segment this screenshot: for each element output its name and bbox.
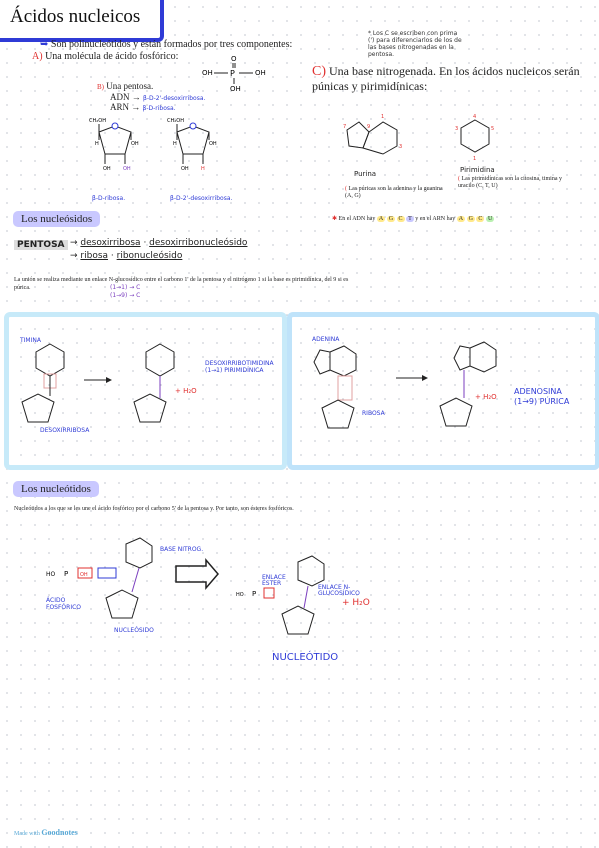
side-note: * Los C se escriben con prima (') para d… [368,30,462,58]
intro-line: ➥ Son polinucleótidos y están formados p… [40,39,292,50]
item-b-marker: B) [97,83,104,91]
purinas-text: ( Las púricas son la adenina y la guanin… [345,186,443,199]
bases-line: ✱ En el ADN hay A G C T y en el ARN hay … [332,216,495,222]
pentosa-tag: PENTOSA [14,240,68,250]
bullet-arrow-icon: ➥ [40,39,49,50]
svg-text:O: O [231,55,237,63]
arn-line: ARN → β-D-ribosa. [110,102,176,112]
footer-badge: Made with Goodnotes [14,828,78,837]
desox-line: → desoxirribosa · desoxirribonucleósido [70,238,248,248]
pirimidina-label: Pirimidina [460,166,495,174]
adn-line: ADN → β-D-2'-desoxirribosa. [110,92,206,102]
adenina-reaction-diagram [313,341,497,429]
svg-text:P: P [252,590,256,598]
adenina-label: ADENINA [312,336,340,343]
nucleotidos-desc: Nucleótidos a los que se les une el ácid… [14,506,294,512]
svg-text:OH: OH [123,166,131,172]
item-a-marker: A) [32,51,43,62]
water-product-3: + H₂O [342,598,370,608]
base-structures: 7 9 1 3 4 5 3 1 [343,114,494,162]
item-a-text: Una molécula de ácido fosfórico: [45,51,179,62]
svg-text:1: 1 [381,114,384,120]
purina-label: Purina [354,170,377,178]
ribose-structure: CH₂OH OH OH H OH [89,118,139,172]
deoxyribose-structure: CH₂OH OH H H OH [167,118,217,172]
phosphoric-acid-structure: O OH P OH OH [202,55,266,93]
base-nitrog-label: BASE NITROG. [160,546,204,553]
purine-structure: 7 9 1 3 [343,114,402,155]
water-product-2: + H₂O [475,393,497,401]
svg-text:3: 3 [399,144,402,150]
item-c: C) Una base nitrogenada. En los ácidos n… [312,64,592,93]
svg-text:7: 7 [343,124,346,130]
svg-text:OH: OH [202,69,213,77]
base-chip-u: U [485,216,495,222]
arn-note: β-D-ribosa. [142,105,176,112]
section-heading-nucleotidos: Los nucleótidos [13,481,99,497]
pentose-structures: CH₂OH OH OH H OH CH₂OH OH H H OH [89,118,217,172]
svg-text:H: H [173,141,177,147]
timina-reaction-diagram [21,343,175,423]
ribosa-label: RIBOSA [362,410,385,417]
adn-note: β-D-2'-desoxirribosa. [143,95,206,102]
base-chip-c: C [396,216,405,222]
nucleotide-reaction-diagram: HO P OH HO P [46,537,325,635]
enlace-glucosidico-label: ENLACE N-GLUCOSÍDICO [318,584,360,597]
svg-text:9: 9 [367,124,370,130]
reaction-panel-adenina [287,312,599,470]
water-product: + H₂O [175,387,197,395]
svg-text:OH: OH [209,141,217,147]
title-box [0,0,164,42]
svg-text:HO: HO [46,571,56,578]
pyrimidine-structure: 4 5 3 1 [455,114,494,162]
svg-text:5: 5 [491,126,494,132]
timina-label: TIMINA [20,337,41,344]
bond-notes: (1→1) → C (1→9) → C [110,284,141,299]
acido-fosforico-label: ÁCIDO FOSFÓRICO [46,597,82,611]
item-c-marker: C) [312,64,326,79]
desoxirribosa-label: DESOXIRRIBOSA [40,427,90,434]
item-a: A) Una molécula de ácido fosfórico: [32,51,178,62]
svg-text:4: 4 [473,114,476,120]
base-chip-t: T [406,216,414,222]
nucleotido-label: NUCLEÓTIDO [272,652,339,663]
ribo-line: → ribosa · ribonucleósido [70,251,183,261]
svg-text:OH: OH [131,141,139,147]
svg-text:H: H [95,141,99,147]
svg-text:OH: OH [103,166,111,172]
base-chip-a: A [376,216,386,222]
section-heading-nucleosidos: Los nucleósidos [13,211,101,227]
page-title: Ácidos nucleicos [10,6,141,27]
base-chip-g: G [386,216,396,222]
svg-text:CH₂OH: CH₂OH [167,118,184,124]
desoxirribotimidina-label: DESOXIRRIBOTIMIDINA (1→1) PIRIMIDÍNICA [205,360,274,374]
adenosina-label: ADENOSINA (1→9) PÚRICA [514,387,570,406]
reaction-panel-timina [4,312,287,470]
enlace-ester-label: ENLACE ÉSTER [262,574,286,587]
goodnotes-logo: Goodnotes [41,828,78,837]
svg-text:P: P [64,570,68,578]
svg-text:OH: OH [181,166,189,172]
svg-text:1: 1 [473,156,476,162]
deoxy-caption: β-D-2'-desoxirribosa. [170,195,233,202]
union-text: La unión se realiza mediante un enlace N… [14,277,349,291]
svg-text:OH: OH [230,85,241,93]
svg-text:CH₂OH: CH₂OH [89,118,106,124]
pirimidinas-text: ( Las pirimidínicas son la citosina, tim… [458,176,562,189]
intro-text: Son polinucleótidos y están formados por… [50,39,293,50]
svg-text:H: H [201,166,205,172]
svg-text:OH: OH [255,69,266,77]
svg-text:HO: HO [236,592,244,598]
svg-text:3: 3 [455,126,458,132]
item-b: B) Una pentosa. [97,81,153,91]
svg-text:OH: OH [80,572,88,578]
item-b-text: Una pentosa. [106,81,154,91]
svg-text:P: P [230,69,235,78]
item-c-text: Una base nitrogenada. En los ácidos nucl… [312,64,580,93]
asterisk-icon: ✱ [332,216,338,222]
nucleosido-label: NUCLEÓSIDO [114,627,154,634]
ribose-caption: β-D-ribosa. [92,195,126,202]
bracket-icon: ( [345,186,347,192]
pentosa-map: PENTOSA [14,240,68,250]
